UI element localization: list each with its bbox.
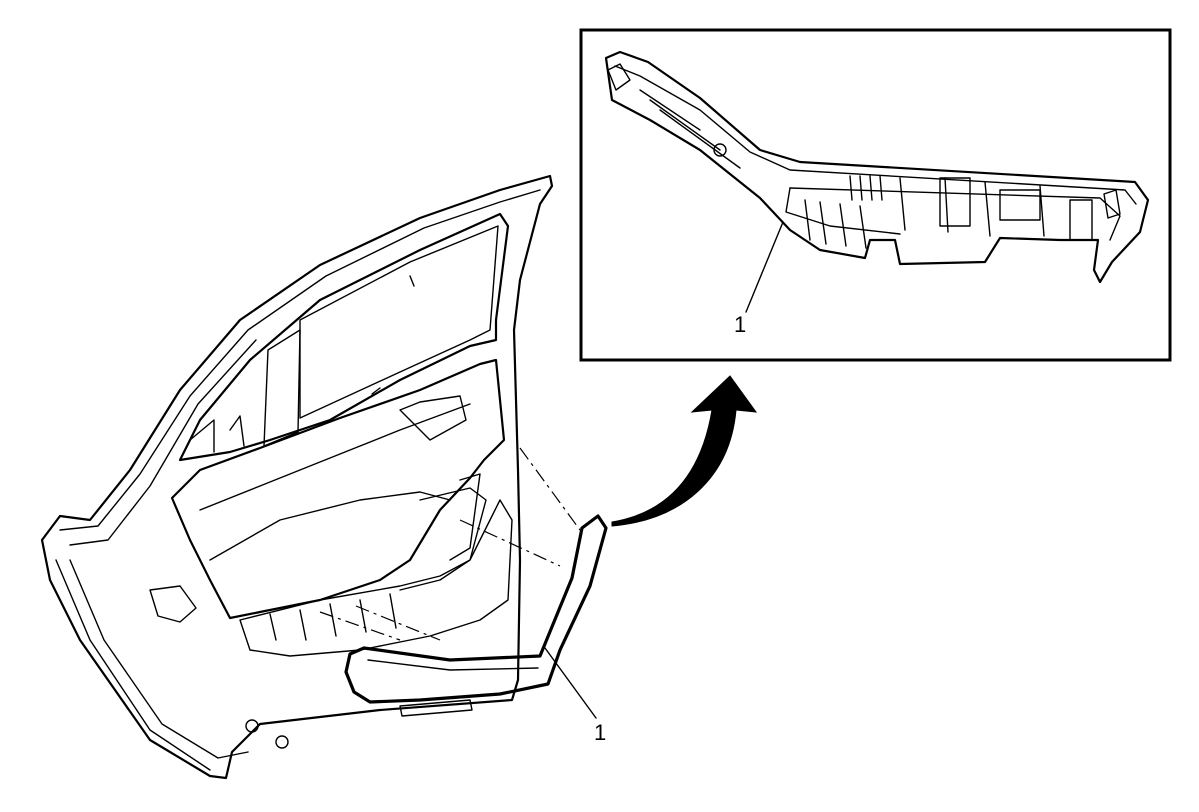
door-leader-line: [544, 647, 597, 719]
door-assembly: [40, 174, 608, 780]
curved-arrow-icon: [611, 375, 758, 527]
door-hole: [275, 735, 289, 749]
detail-frame: [579, 28, 1172, 362]
armrest-trim-part: [344, 514, 608, 704]
door-callout-label: 1: [594, 720, 606, 745]
window-frame: [178, 212, 510, 462]
inner-trim-panel: [170, 358, 506, 620]
detail-trim-panel: [604, 50, 1150, 284]
detail-callout-label: 1: [734, 312, 746, 337]
lower-pocket: [239, 499, 513, 657]
door-outer-frame: [40, 174, 554, 780]
door-hole: [245, 719, 259, 733]
detail-inset: 1: [579, 28, 1172, 362]
detail-leader-line: [745, 221, 784, 313]
